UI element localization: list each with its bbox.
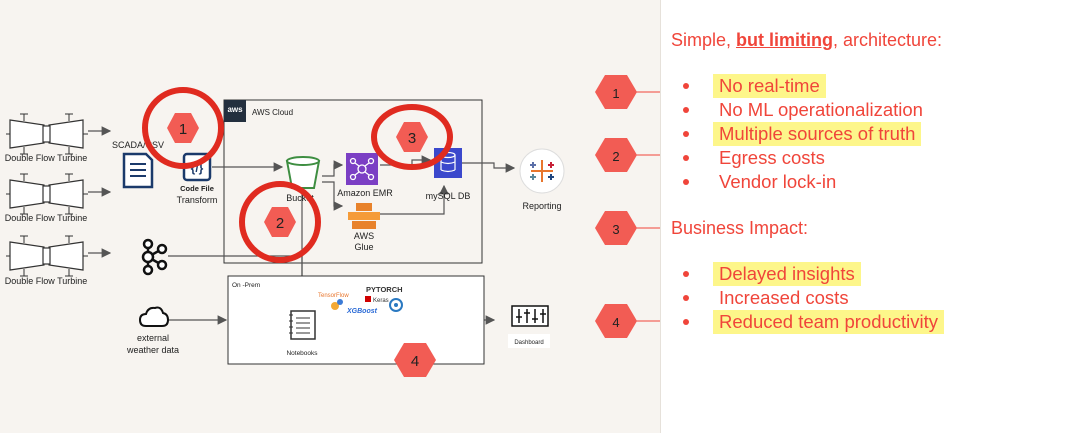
turbine-3 (5, 235, 89, 277)
bucket-label: Bucket (286, 193, 314, 203)
ml-frameworks-logos: TensorFlow PYTORCH Keras XGBoost (318, 285, 403, 315)
bullet-icon (683, 131, 689, 137)
tableau-icon (519, 148, 565, 194)
aws-cloud-box (223, 99, 483, 264)
summary-panel: Simple, but limiting, architecture: No r… (660, 0, 1066, 433)
callout-2: 2 (595, 138, 660, 172)
weather-label-2: weather data (126, 345, 179, 355)
turbine-1 (5, 113, 89, 155)
problem-badge-4: 4 (394, 343, 436, 377)
onprem-box (227, 275, 485, 365)
svg-text:PYTORCH: PYTORCH (366, 285, 403, 294)
bullet-icon (683, 271, 689, 277)
dashboard-label: Dashboard (514, 340, 543, 346)
document-icon (122, 152, 154, 189)
svg-text:aws: aws (227, 105, 243, 114)
problem-badge-3: 3 (371, 104, 453, 170)
mysql-label: mySQL DB (426, 191, 471, 201)
bullet-icon (683, 155, 689, 161)
business-impact-heading: Business Impact: (671, 218, 809, 238)
cloud-icon (138, 306, 170, 327)
svg-text:Keras: Keras (373, 298, 389, 304)
bullet-icon (683, 319, 689, 325)
dashboard-icon (511, 305, 549, 327)
limitation-text: No ML operationalization (719, 99, 923, 120)
problem-badge-2: 2 (239, 181, 321, 263)
limitations-heading: Simple, but limiting, architecture: (671, 30, 943, 50)
impact-text: Increased costs (719, 287, 849, 308)
glue-label-2: Glue (354, 242, 373, 252)
emr-icon (346, 153, 378, 185)
impact-text: Delayed insights (713, 262, 861, 286)
callout-3: 3 (595, 211, 660, 245)
svg-text:2: 2 (612, 149, 619, 164)
problem-badge-1: 1 (142, 87, 224, 169)
aws-cloud-label: AWS Cloud (252, 108, 293, 117)
svg-text:3: 3 (408, 130, 416, 147)
weather-label-1: external (137, 333, 169, 343)
impact-text: Reduced team productivity (713, 310, 945, 334)
notebook-icon (289, 310, 316, 340)
svg-text:XGBoost: XGBoost (346, 308, 378, 315)
turbine-2-label: Double Flow Turbine (5, 213, 88, 223)
aws-logo (224, 100, 246, 122)
architecture-diagram: Double Flow Turbine Double Flow Turbine … (5, 75, 660, 377)
bullet-icon (683, 107, 689, 113)
bullet-icon (683, 179, 689, 185)
turbine-1-label: Double Flow Turbine (5, 153, 88, 163)
bullet-icon (683, 295, 689, 301)
code-file-sub: Transform (177, 195, 218, 205)
svg-text:3: 3 (612, 222, 619, 237)
callout-1: 1 (595, 75, 660, 109)
svg-text:2: 2 (276, 215, 284, 232)
bullet-icon (683, 83, 689, 89)
reporting-label: Reporting (522, 201, 561, 211)
code-file-title: Code File (180, 184, 214, 193)
bucket-icon (285, 156, 321, 189)
kafka-icon (141, 238, 168, 276)
emr-label: Amazon EMR (337, 188, 393, 198)
limitation-text: Vendor lock-in (719, 171, 837, 192)
svg-text:1: 1 (179, 121, 187, 138)
svg-text:1: 1 (612, 86, 619, 101)
notebooks-label: Notebooks (286, 350, 318, 357)
svg-text:TensorFlow: TensorFlow (318, 293, 349, 299)
turbine-2 (5, 173, 89, 215)
svg-text:4: 4 (612, 315, 619, 330)
limitation-text: No real-time (713, 74, 826, 98)
onprem-label: On -Prem (232, 282, 260, 289)
limitation-text: Egress costs (719, 147, 825, 168)
callout-4: 4 (595, 304, 660, 338)
glue-label-1: AWS (354, 231, 374, 241)
svg-text:4: 4 (411, 353, 419, 370)
scada-label: SCADA/CSV (112, 140, 164, 150)
glue-icon (348, 203, 380, 229)
limitation-text: Multiple sources of truth (713, 122, 922, 146)
turbine-3-label: Double Flow Turbine (5, 276, 88, 286)
